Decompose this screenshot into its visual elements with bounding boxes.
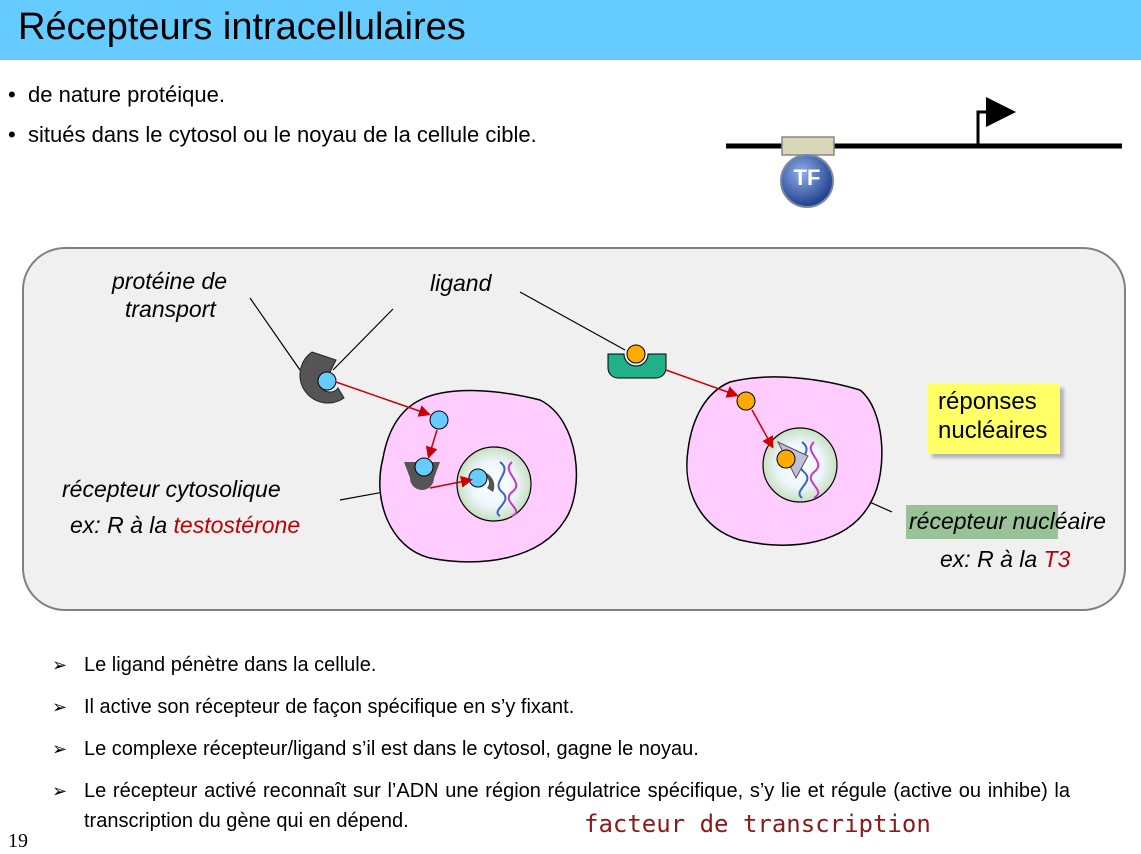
bullet-text: de nature protéique. <box>28 82 225 107</box>
step-text: Le complexe récepteur/ligand s’il est da… <box>84 738 699 760</box>
hormone-name: T3 <box>1043 546 1071 572</box>
hormone-name: testostérone <box>173 512 301 538</box>
responses-line1: réponses <box>938 388 1037 415</box>
responses-line2: nucléaires <box>938 417 1048 444</box>
bullet-item: • situés dans le cytosol ou le noyau de l… <box>8 122 537 162</box>
transport-label-line2: transport <box>125 296 216 322</box>
cytosolic-receptor-label: récepteur cytosolique <box>62 476 281 502</box>
cytosolic-example: ex: R à la testostérone <box>70 512 300 539</box>
bullet-item: • de nature protéique. <box>8 82 537 122</box>
right-cell <box>686 376 883 546</box>
list-item: ➢ Le ligand pénètre dans la cellule. <box>52 650 1070 680</box>
footnote: facteur de transcription <box>584 810 931 838</box>
transport-label-line1: protéine de <box>112 268 228 294</box>
nuclear-receptor-highlight <box>906 505 1058 539</box>
arrow-icon <box>665 369 739 398</box>
gene-schematic <box>726 97 1122 208</box>
bullet-dot-icon: • <box>8 122 16 147</box>
regulatory-region <box>781 136 835 156</box>
ligand-icon <box>429 410 449 430</box>
pointer-line <box>332 308 394 371</box>
dna-helix-icon <box>496 461 518 517</box>
carrier-protein-icon <box>607 353 667 379</box>
intro-bullets: • de nature protéique. • situés dans le cy… <box>8 82 537 162</box>
tf-circle-icon <box>780 154 834 208</box>
arrow-icon <box>425 429 438 459</box>
arrow-bullet-icon: ➢ <box>52 655 68 675</box>
ligand-bound-icon <box>776 449 796 469</box>
ligand-bound-icon <box>468 468 488 488</box>
ligand-icon <box>317 371 337 391</box>
transcription-start-arrow-icon <box>976 97 1016 146</box>
left-cell <box>379 389 578 563</box>
bullet-dot-icon: • <box>8 82 16 107</box>
step-text: Il active son récepteur de façon spécifi… <box>84 696 575 718</box>
arrow-icon <box>429 475 473 489</box>
arrow-bullet-icon: ➢ <box>52 739 68 759</box>
ligand-icon <box>414 457 434 477</box>
list-item: ➢ Le récepteur activé reconnaît sur l’ADN… <box>52 776 1070 836</box>
tf-label: TF <box>793 165 821 190</box>
steps-list: ➢ Le ligand pénètre dans la cellule. ➢ Il … <box>52 650 1070 848</box>
ligand-icon <box>626 344 646 364</box>
arrow-bullet-icon: ➢ <box>52 781 68 801</box>
dna-helix-icon <box>798 441 820 499</box>
step-text: Le ligand pénètre dans la cellule. <box>84 654 377 676</box>
step-text: Le récepteur activé reconnaît sur l’ADN … <box>84 780 1070 832</box>
arrow-icon <box>335 381 431 417</box>
bullet-text: situés dans le cytosol ou le noyau de la… <box>28 122 537 147</box>
nuclear-responses-box: réponses nucléaires <box>928 384 1060 454</box>
nuclear-receptor-label: récepteur nucléaire <box>909 508 1106 534</box>
page-number: 19 <box>8 830 28 852</box>
example-prefix: ex: R à la <box>70 512 174 538</box>
example-prefix: ex: R à la <box>940 546 1044 572</box>
arrow-bullet-icon: ➢ <box>52 697 68 717</box>
list-item: ➢ Le complexe récepteur/ligand s’il est d… <box>52 734 1070 764</box>
ligand-icon <box>736 391 756 411</box>
title-bar: Récepteurs intracellulaires <box>0 0 1141 60</box>
ligand-label: ligand <box>430 270 492 296</box>
pointer-line <box>249 297 301 371</box>
pointer-line <box>519 291 626 351</box>
page-title: Récepteurs intracellulaires <box>18 6 466 48</box>
list-item: ➢ Il active son récepteur de façon spécif… <box>52 692 1070 722</box>
arrow-icon <box>751 409 774 449</box>
nuclear-example: ex: R à la T3 <box>940 546 1070 573</box>
